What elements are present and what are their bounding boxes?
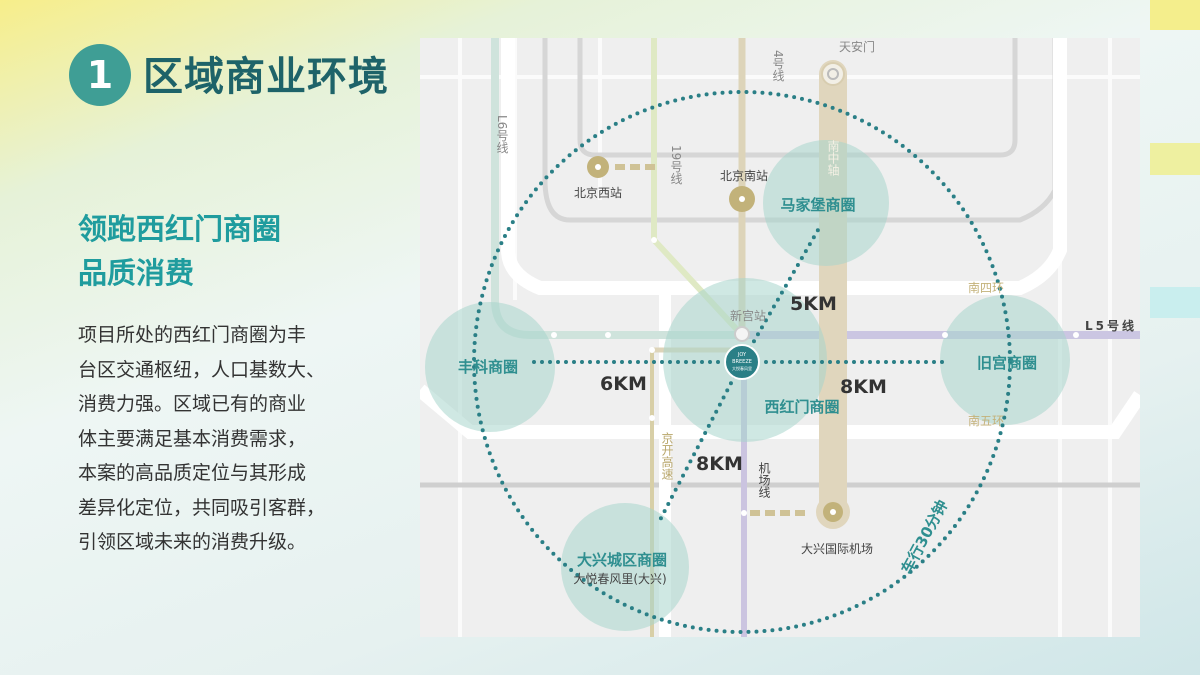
line-to-daxing <box>658 360 744 522</box>
label-jiugong: 旧宫商圈 <box>977 354 1037 372</box>
distance-majiapu: 5KM <box>790 293 837 315</box>
page-title: 区域商业环境 <box>143 54 389 100</box>
label-airport-line: 机场线 <box>757 462 771 498</box>
paragraph-line: 差异化定位，共同吸引客群， <box>78 496 326 519</box>
label-xingong: 新宫站 <box>730 308 766 323</box>
project-marker <box>724 344 760 380</box>
description-paragraph: 项目所处的西红门商圈为丰 台区交通枢纽，人口基数大、 消费力强。区域已有的商业 … <box>78 318 378 560</box>
label-daxing-airport: 大兴国际机场 <box>801 542 873 556</box>
line-to-majiapu <box>740 228 820 364</box>
label-bj-west: 北京西站 <box>574 186 622 200</box>
dashed-link <box>615 164 805 516</box>
distance-lines <box>472 90 1012 634</box>
distance-daxing: 8KM <box>696 453 743 475</box>
decor-bar <box>1150 0 1200 30</box>
drive-30min-circle <box>472 90 1012 634</box>
project-logo-text: 大悦春风里 <box>732 365 752 371</box>
label-daxing: 大兴城区商圈 <box>577 551 667 569</box>
zone-daxing <box>561 503 689 631</box>
distance-jiugong: 8KM <box>840 376 887 398</box>
subtitle-line-2: 品质消费 <box>78 256 195 290</box>
paragraph-line: 体主要满足基本消费需求， <box>78 427 307 450</box>
label-fengke: 丰科商圈 <box>458 358 518 376</box>
paragraph-line: 消费力强。区域已有的商业 <box>78 393 307 415</box>
label-bj-south: 北京南站 <box>720 168 768 183</box>
zone-jiugong <box>940 295 1070 425</box>
label-majiapu: 马家堡商圈 <box>780 196 855 214</box>
stations <box>551 62 1079 529</box>
paragraph-line: 引领区域未来的消费升级。 <box>78 531 307 553</box>
paragraph-line: 项目所处的西红门商圈为丰 <box>78 324 307 346</box>
zone-fengke <box>425 302 555 432</box>
section-number-badge: 1 <box>69 44 131 106</box>
subtitle-line-1: 领跑西红门商圈 <box>78 212 282 246</box>
label-jingkai: 京开高速 <box>660 432 674 480</box>
project-logo-text: JOY <box>737 352 747 358</box>
label-l5: L5号线 <box>1085 318 1137 333</box>
label-s4: 南四环 <box>968 280 1004 295</box>
label-xihongmen: 西红门商圈 <box>764 398 839 416</box>
distance-fengke: 6KM <box>600 373 647 395</box>
label-axis: 南中轴 <box>826 139 840 176</box>
label-daxing-mall: 大悦春风里(大兴) <box>573 572 666 586</box>
paragraph-line: 本案的高品质定位与其形成 <box>78 462 307 484</box>
label-tiananmen: 天安门 <box>839 39 875 54</box>
label-line19: 19号线 <box>669 145 683 184</box>
map-labels: 天安门 4号线 L6号线 19号线 南中轴 新宫站 京开高速 南四环 南五环 <box>495 39 1004 480</box>
decor-bar <box>1150 287 1200 318</box>
paragraph-line: 台区交通枢纽，人口基数大、 <box>78 358 326 381</box>
decor-bar <box>1150 143 1200 175</box>
label-s5: 南五环 <box>968 413 1004 428</box>
label-l6: L6号线 <box>495 115 509 153</box>
label-line4: 4号线 <box>771 50 785 82</box>
zone-majiapu <box>763 140 889 266</box>
project-logo-text: BREEZE <box>732 359 752 365</box>
